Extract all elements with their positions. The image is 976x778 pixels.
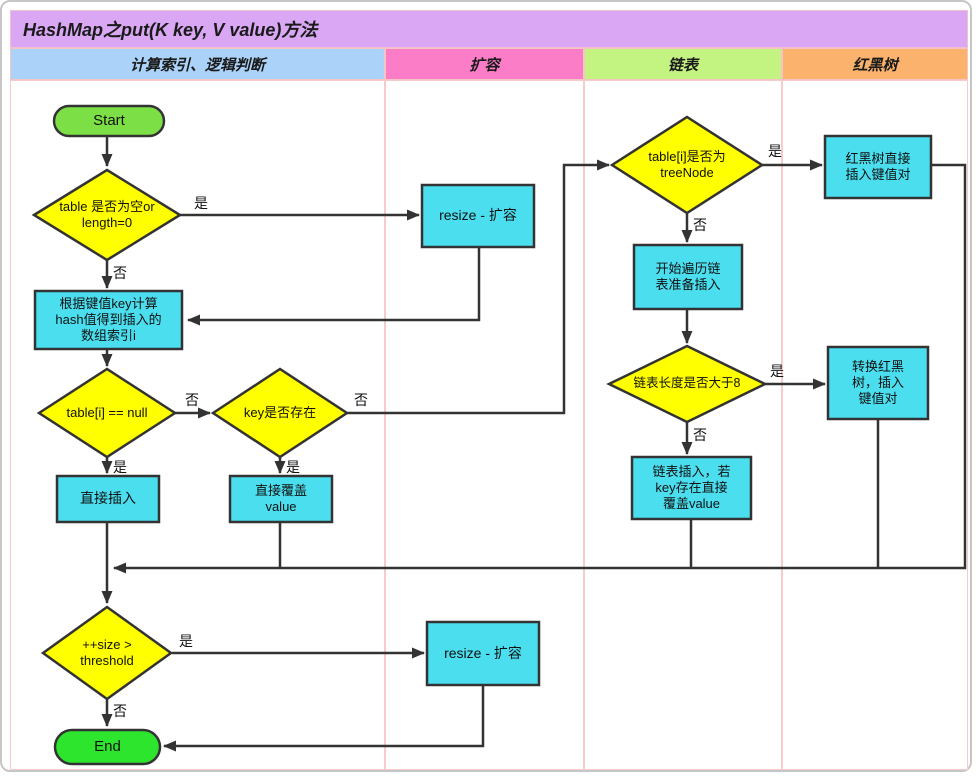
lane-header-linkedlist: 链表 <box>584 48 782 80</box>
process-resize-2: resize - 扩容 <box>444 644 522 661</box>
process-override-value: 直接覆盖 value <box>254 483 307 514</box>
edge-label-no: 否 <box>113 703 127 719</box>
lane-header-resize: 扩容 <box>385 48 584 80</box>
decision-list-length-gt8: 链表长度是否大于8 <box>633 376 741 391</box>
start-node: Start <box>93 111 125 129</box>
lane-header-index-logic: 计算索引、逻辑判断 <box>10 48 385 80</box>
process-direct-insert: 直接插入 <box>80 490 136 507</box>
end-node: End <box>94 737 121 755</box>
edge-label-yes: 是 <box>286 459 300 475</box>
process-rbtree-insert: 红黑树直接 插入键值对 <box>845 151 911 182</box>
edge-label-no: 否 <box>185 392 199 408</box>
edge-label-yes: 是 <box>113 459 127 475</box>
decision-key-exists: key是否存在 <box>243 405 317 421</box>
edge-label-yes: 是 <box>768 143 782 159</box>
edge-label-no: 否 <box>113 265 127 281</box>
edge-label-yes: 是 <box>770 363 784 379</box>
edge-label-yes: 是 <box>194 195 208 211</box>
process-list-insert: 链表插入，若 key存在直接 覆盖value <box>652 464 731 511</box>
edge-label-yes: 是 <box>179 633 193 649</box>
process-resize-1: resize - 扩容 <box>439 207 517 224</box>
decision-size-gt-threshold: ++size > threshold <box>80 637 134 668</box>
lane-header-rbtree: 红黑树 <box>782 48 968 80</box>
decision-table-empty: table 是否为空or length=0 <box>59 199 155 230</box>
process-compute-hash: 根据键值key计算 hash值得到插入的 数组索引i <box>55 296 162 343</box>
process-convert-rbtree: 转换红黑 树，插入 键值对 <box>851 359 904 406</box>
edge-label-no: 否 <box>693 427 707 443</box>
decision-table-i-null: table[i] == null <box>66 405 148 421</box>
decision-is-treenode: table[i]是否为 treeNode <box>648 149 726 180</box>
process-traverse-list: 开始遍历链 表准备插入 <box>655 261 721 292</box>
edge-label-no: 否 <box>693 217 707 233</box>
edge-label-no: 否 <box>354 392 368 408</box>
diagram-title: HashMap之put(K key, V value)方法 <box>10 10 968 48</box>
